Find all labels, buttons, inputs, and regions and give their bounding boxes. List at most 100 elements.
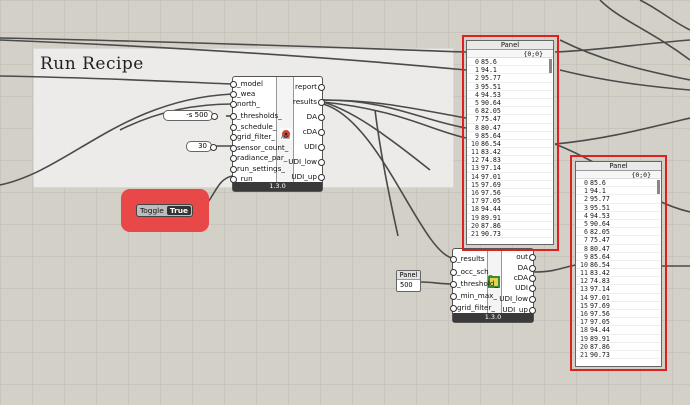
output-cda[interactable]: cDA xyxy=(302,127,326,136)
row-index: 11 xyxy=(580,269,588,278)
small-panel-value: 500 xyxy=(400,281,413,289)
row-index: 12 xyxy=(471,156,479,165)
row-index: 1 xyxy=(475,66,479,75)
input-thresholds[interactable]: _thresholds_ xyxy=(230,111,282,120)
output-out[interactable]: out xyxy=(516,252,536,261)
input-occ-sch[interactable]: _occ_sch_ xyxy=(449,267,493,276)
threshold-param[interactable]: -s 500 xyxy=(163,110,218,121)
panel-path: {0;0} xyxy=(467,50,553,58)
panel-scrollbar[interactable] xyxy=(657,180,660,194)
row-value: 74.83 xyxy=(590,277,610,286)
row-index: 17 xyxy=(580,318,588,327)
input-sensor-count[interactable]: sensor_count_ xyxy=(229,143,289,152)
row-index: 21 xyxy=(580,350,588,359)
wire xyxy=(322,101,431,171)
output-da[interactable]: DA xyxy=(306,112,326,121)
row-index: 13 xyxy=(471,164,479,173)
wire xyxy=(374,109,399,237)
row-index: 12 xyxy=(580,277,588,286)
run-recipe-component[interactable]: ANN _model _wea north_ _thresholds_ _sch… xyxy=(229,76,326,192)
row-value: 94.53 xyxy=(481,90,501,99)
row-index: 16 xyxy=(471,189,479,197)
wire xyxy=(322,103,453,259)
input-grid-filter[interactable]: grid_filter_ xyxy=(230,132,275,141)
row-index: 8 xyxy=(584,244,588,253)
row-index: 9 xyxy=(584,252,588,261)
post-process-component[interactable]: _results _occ_sch_ _threshold_ _min_max_… xyxy=(449,248,537,323)
small-panel[interactable]: Panel 500 xyxy=(396,270,421,292)
input-run-settings[interactable]: run_settings_ xyxy=(230,164,285,173)
input-threshold[interactable]: _threshold_ xyxy=(449,279,499,288)
row-value: 80.47 xyxy=(590,244,610,253)
input-grid-filter[interactable]: grid_filter_ xyxy=(450,303,495,312)
row-value: 89.91 xyxy=(590,334,610,343)
output-cda[interactable]: cDA xyxy=(513,273,537,282)
input-schedule[interactable]: _schedule_ xyxy=(229,122,277,131)
wire xyxy=(0,93,233,186)
row-value: 97.56 xyxy=(481,189,501,197)
output-udi-low[interactable]: UDI_low xyxy=(499,294,536,303)
toggle-value[interactable]: True xyxy=(167,206,191,215)
row-index: 2 xyxy=(584,195,588,204)
input-radiance-par[interactable]: radiance_par_ xyxy=(229,153,288,162)
row-index: 10 xyxy=(580,260,588,269)
wire xyxy=(559,39,690,81)
input-north[interactable]: north_ xyxy=(230,99,260,108)
row-value: 82.05 xyxy=(590,228,610,237)
row-value: 90.64 xyxy=(481,98,501,107)
wire xyxy=(559,69,690,91)
output-report[interactable]: report xyxy=(295,82,325,91)
row-value: 94.1 xyxy=(590,187,606,196)
row-index: 1 xyxy=(584,187,588,196)
output-results[interactable]: results xyxy=(292,97,326,106)
row-value: 95.77 xyxy=(590,195,610,204)
row-index: 5 xyxy=(584,219,588,228)
row-value: 80.47 xyxy=(481,123,501,132)
row-value: 75.47 xyxy=(590,236,610,245)
input-results[interactable]: _results xyxy=(450,254,485,263)
panel-scrollbar[interactable] xyxy=(549,59,552,73)
output-da[interactable]: DA xyxy=(517,263,537,272)
sensor-count-param[interactable]: 30 xyxy=(186,141,217,152)
row-index: 4 xyxy=(584,211,588,220)
row-index: 6 xyxy=(475,107,479,116)
small-panel-title: Panel xyxy=(397,271,420,280)
row-index: 15 xyxy=(471,180,479,189)
output-udi[interactable]: UDI xyxy=(304,142,325,151)
wire xyxy=(554,39,690,53)
output-udi[interactable]: UDI xyxy=(515,283,536,292)
row-value: 85.64 xyxy=(590,252,610,261)
row-value: 94.53 xyxy=(590,211,610,220)
input-wea[interactable]: _wea xyxy=(229,89,256,98)
row-value: 83.42 xyxy=(481,148,501,157)
version-label: 1.3.0 xyxy=(233,182,322,191)
wire xyxy=(322,99,467,129)
input-model[interactable]: _model xyxy=(230,79,263,88)
row-index: 18 xyxy=(580,326,588,335)
boolean-toggle[interactable]: Toggle True xyxy=(136,204,193,217)
output-udi-low[interactable]: UDI_low xyxy=(288,157,325,166)
ladybug-icon: ANN xyxy=(280,128,292,140)
row-value: 97.01 xyxy=(590,293,610,302)
input-min-max[interactable]: _min_max_ xyxy=(450,291,497,300)
row-index: 20 xyxy=(471,221,479,230)
output-udi-up[interactable]: UDI_up xyxy=(291,172,325,181)
